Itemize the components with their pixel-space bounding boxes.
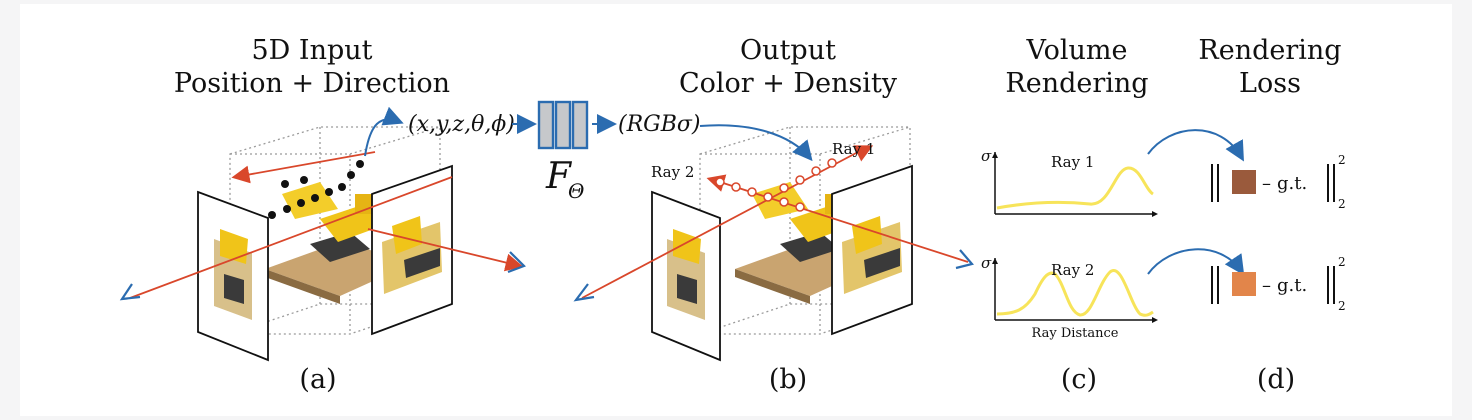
minus-sign-ray1: – — [1262, 173, 1271, 194]
sample-points-b — [715, 158, 837, 212]
output-to-ray-arrow — [699, 124, 813, 162]
rendered-color-swatch-ray1 — [1232, 170, 1256, 194]
gt-label-ray2: g.t. — [1277, 275, 1307, 296]
plot1-ray-label: Ray 1 — [1051, 153, 1094, 171]
sigma-label-plot2: σ — [981, 254, 992, 272]
render-arrow-ray1 — [1147, 129, 1244, 162]
ray-line-b-ray2 — [719, 181, 969, 263]
loss-expression-ray2 — [1211, 266, 1335, 304]
panel-b-title-line1: Output — [740, 35, 836, 66]
panel-c-title-line2: Rendering — [1005, 68, 1148, 99]
panel-d-title-line2: Loss — [1239, 68, 1301, 99]
sample-points-a — [268, 160, 364, 219]
panel-c-title-line1: Volume — [1026, 35, 1128, 66]
image-plane-right-a — [371, 164, 453, 336]
panel-d-title-line1: Rendering — [1198, 35, 1341, 66]
gt-label-ray1: g.t. — [1277, 173, 1307, 194]
density-plot-ray1 — [992, 152, 1158, 217]
sigma-label-plot1: σ — [981, 147, 992, 165]
panel-a-title-line2: Position + Direction — [174, 68, 450, 99]
neural-network-block — [537, 100, 589, 150]
camera-arrowhead-right-a — [507, 251, 526, 274]
norm-subscript-ray2: 2 — [1338, 299, 1346, 313]
nerf-pipeline-diagram: 5D Input Position + Direction — [119, 35, 1346, 395]
camera-arrowhead-right-b — [955, 249, 974, 270]
caption-c: (c) — [1061, 364, 1097, 395]
panel-a-title-line1: 5D Input — [252, 35, 373, 66]
camera-arrowhead-left-a — [119, 283, 141, 301]
loss-expression-ray1 — [1211, 164, 1335, 202]
network-label-f: F — [545, 156, 573, 197]
ray-arrow-b-ray1 — [853, 145, 874, 162]
caption-d: (d) — [1257, 364, 1295, 395]
output-vector-label: (RGBσ) — [618, 112, 701, 137]
ray-distance-axis-label: Ray Distance — [1032, 326, 1119, 341]
ray-line-a-right — [367, 228, 524, 272]
image-plane-left-b — [651, 190, 721, 362]
density-plot-ray2 — [992, 258, 1158, 323]
camera-arrowhead-left-b — [573, 283, 595, 302]
network-label-theta: Θ — [568, 179, 584, 203]
ray-line-a-main — [129, 176, 453, 299]
ray2-label-b: Ray 2 — [651, 163, 694, 181]
ray-line-a-upper — [231, 151, 376, 184]
norm-exponent-ray1: 2 — [1338, 153, 1346, 167]
caption-a: (a) — [299, 364, 336, 395]
image-plane-right-b — [831, 164, 913, 336]
norm-exponent-ray2: 2 — [1338, 255, 1346, 269]
sample-to-input-arrow — [364, 106, 404, 157]
norm-subscript-ray1: 2 — [1338, 197, 1346, 211]
image-plane-left-a — [197, 190, 269, 362]
input-vector-label: (x,y,z,θ,ϕ) — [408, 112, 515, 137]
rendered-color-swatch-ray2 — [1232, 272, 1256, 296]
panel-b-title-line2: Color + Density — [679, 68, 898, 99]
figure-frame: 5D Input Position + Direction — [20, 4, 1452, 416]
ray-line-b-ray1 — [581, 151, 859, 299]
minus-sign-ray2: – — [1262, 275, 1271, 296]
ray1-label-b: Ray 1 — [832, 140, 875, 158]
caption-b: (b) — [769, 364, 807, 395]
plot2-ray-label: Ray 2 — [1051, 261, 1094, 279]
render-arrow-ray2 — [1147, 248, 1245, 276]
